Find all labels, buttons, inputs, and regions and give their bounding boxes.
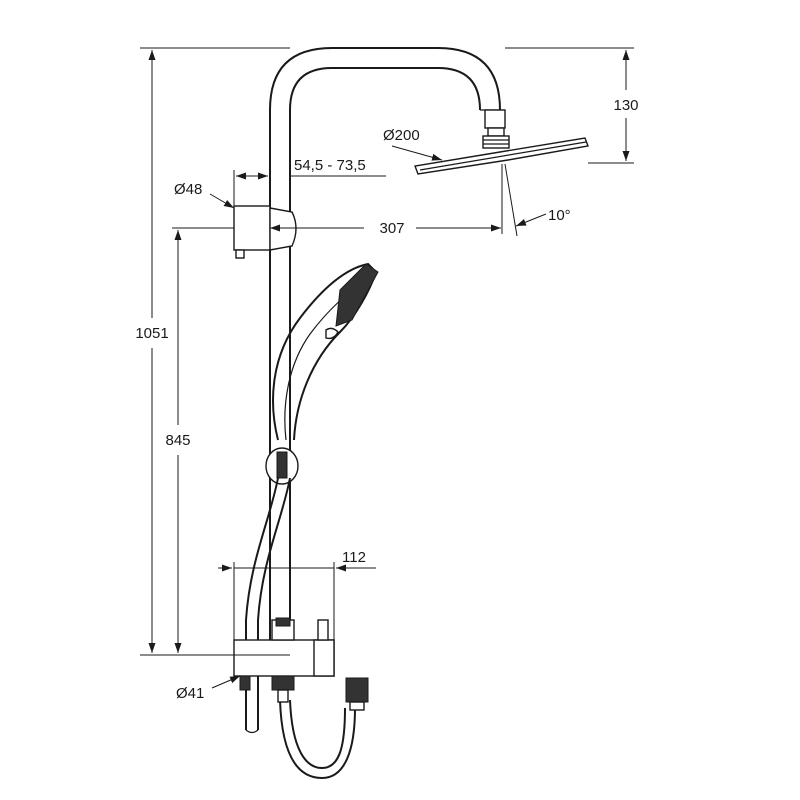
hose-connector [345, 677, 369, 711]
label-outlet-diameter: Ø41 [176, 685, 204, 702]
thermostatic-mixer [233, 617, 335, 703]
label-total-height: 1051 [135, 325, 168, 342]
label-bracket-diameter: Ø48 [174, 181, 202, 198]
label-head-diameter: Ø200 [383, 127, 420, 144]
hand-shower [272, 262, 379, 441]
hand-shower-holder [265, 447, 299, 485]
dim-arm-reach [270, 164, 503, 234]
label-head-drop: 130 [613, 97, 638, 114]
label-arm-reach: 307 [379, 220, 404, 237]
dim-wall-distance [233, 170, 386, 206]
dim-mixer-depth [218, 562, 376, 640]
dim-head-tilt [504, 163, 547, 237]
wall-bracket [233, 205, 297, 259]
dim-head-drop [505, 47, 634, 164]
dim-outlet-diameter [211, 675, 241, 689]
shower-hose [245, 477, 356, 780]
dim-bracket-diameter [209, 193, 235, 209]
dim-total-height [140, 47, 290, 656]
label-mixer-depth: 112 [342, 549, 366, 566]
label-holder-height: 845 [165, 432, 190, 449]
label-head-tilt: 10° [548, 207, 571, 224]
overhead-shower-head [414, 109, 589, 175]
label-wall-distance: 54,5 - 73,5 [294, 157, 366, 174]
dim-holder-height [172, 227, 234, 653]
dim-head-diameter [391, 145, 443, 161]
